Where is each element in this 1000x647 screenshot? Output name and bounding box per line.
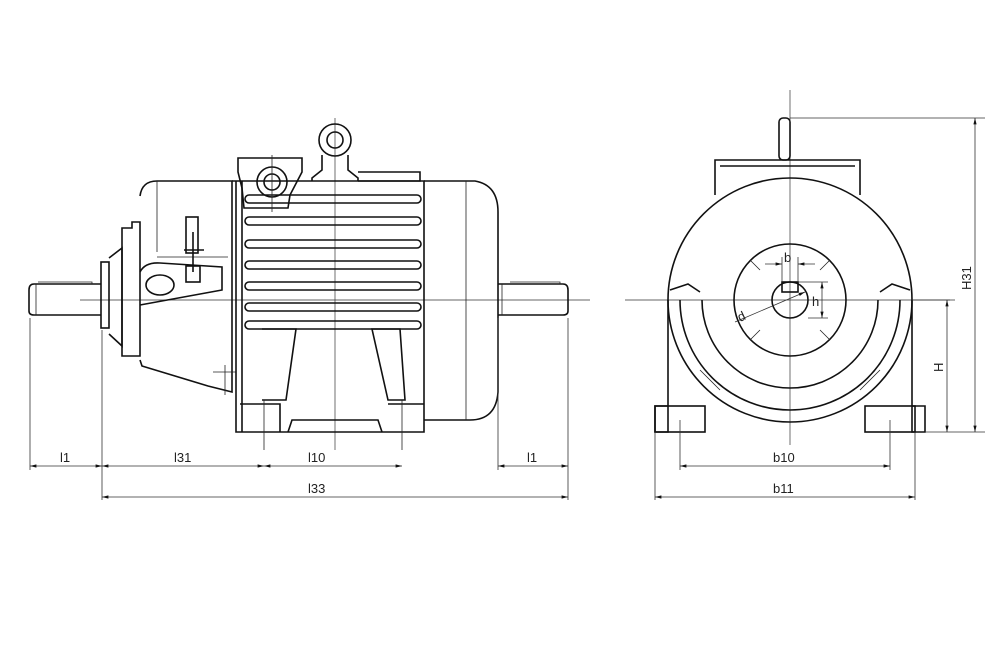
- dim-b-label: b: [784, 250, 791, 265]
- dimension-lines: [29, 117, 985, 500]
- dimension-labels: l1 l31 l10 l1 l33 b10 b11 H H31: [60, 266, 974, 496]
- key: [781, 281, 799, 293]
- dim-l1-left-label: l1: [60, 450, 70, 465]
- gear-housing: [139, 180, 236, 395]
- dim-H-label: H: [931, 363, 946, 372]
- dim-l1-right-label: l1: [527, 450, 537, 465]
- dim-b10-label: b10: [773, 450, 795, 465]
- side-view: [28, 118, 590, 450]
- dim-b11-label: b11: [773, 481, 794, 496]
- dim-H31-label: H31: [959, 266, 974, 290]
- fan-cover: [424, 180, 499, 421]
- dim-h-label: h: [812, 294, 819, 309]
- dim-d-label: d: [735, 308, 748, 325]
- eye-bolt: [311, 123, 421, 182]
- motor-feet: [240, 328, 424, 450]
- motor-frame: [232, 180, 425, 450]
- flange-circle: [733, 243, 847, 357]
- dim-l33-label: l33: [308, 481, 325, 496]
- right-shaft: [498, 281, 569, 316]
- cooling-fins: [244, 194, 422, 330]
- dim-l10-label: l10: [308, 450, 325, 465]
- terminal-box: [237, 155, 303, 212]
- left-shaft: [28, 281, 101, 316]
- flange: [100, 221, 141, 357]
- eye-bolt-front: [778, 117, 791, 161]
- front-view: b h d: [625, 90, 950, 445]
- dim-l31-label: l31: [174, 450, 191, 465]
